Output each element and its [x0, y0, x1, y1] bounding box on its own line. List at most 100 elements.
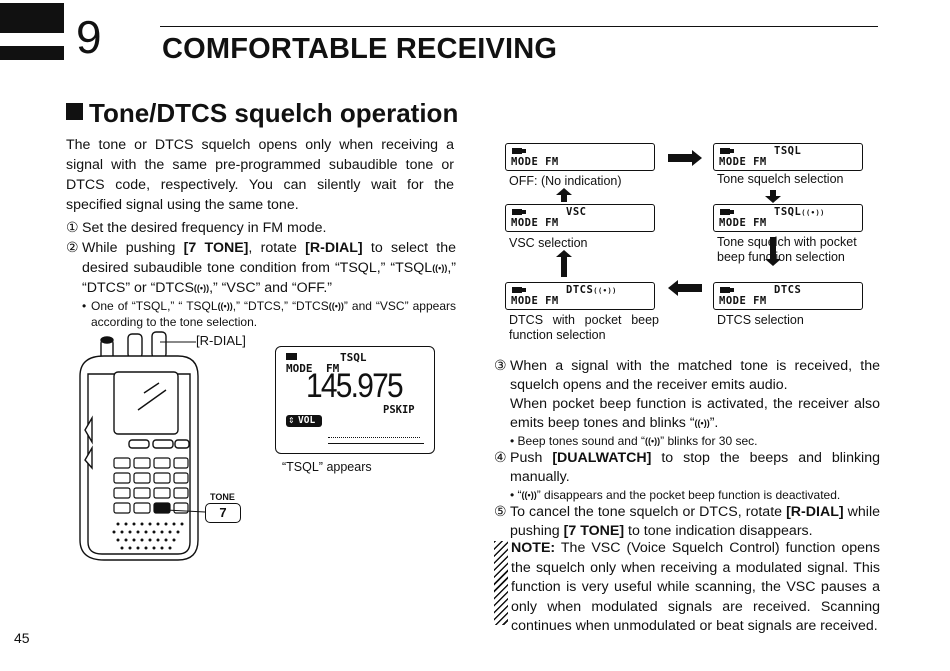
step-3-number: ③ — [494, 358, 507, 374]
step-4-key-dualwatch: [DUALWATCH] — [552, 450, 652, 466]
display-indicator-icon — [720, 287, 734, 293]
step-3-text: When a signal with the matched tone is r… — [510, 358, 880, 393]
step-2-text-c: , rotate — [248, 240, 306, 256]
flow-display-tsql-pocket: TSQL((•)) MODE FM — [713, 204, 863, 232]
note-text-b: ,” “DTCS,” “DTCS — [232, 299, 329, 313]
step-4-number: ④ — [494, 450, 507, 466]
vol-badge: VOL ⇕ — [286, 415, 322, 427]
step-4-text-a: Push — [510, 450, 553, 466]
display-indicator-icon — [512, 148, 526, 154]
caption-dtcs-pocket: DTCS with pocket beep function selection — [509, 313, 659, 342]
header-rule — [160, 26, 878, 27]
section-title: Tone/DTCS squelch operation — [66, 98, 458, 129]
flow-arrows — [556, 150, 781, 296]
step-5-key-7tone: [7 TONE] — [563, 523, 625, 539]
pocket-beep-icon: ((•)) — [193, 283, 210, 293]
up-down-icon: ⇕ — [288, 416, 295, 425]
step-5-text-a: To cancel the tone squelch or DTCS, rota… — [510, 504, 787, 520]
arrow-right-icon — [668, 150, 702, 166]
display-mode-fm: MODE FM — [719, 295, 767, 307]
pocket-beep-icon: ((•)) — [217, 301, 233, 311]
display-dtcs-pocket: DTCS((•)) — [566, 284, 617, 296]
note-text-c: ” and “VSC” appears according to the ton… — [91, 299, 456, 329]
bullet: • — [510, 434, 515, 448]
note-text-b: ” disappears and the pocket beep functio… — [536, 488, 841, 502]
step-4-note: • “((•))” disappears and the pocket beep… — [494, 487, 880, 503]
pocket-beep-icon: ((•)) — [328, 301, 344, 311]
note-box: NOTE: The VSC (Voice Squelch Control) fu… — [494, 539, 880, 637]
note-text-a: Beep tones sound and “ — [517, 434, 645, 448]
arrow-left-icon — [668, 280, 702, 296]
display-indicator-icon — [720, 148, 734, 154]
step-2-number: ② — [66, 240, 79, 256]
caption-tsql: Tone squelch selection — [717, 172, 844, 186]
note-body: The VSC (Voice Squelch Control) function… — [511, 540, 880, 634]
step-2-key-7tone: [7 TONE] — [183, 240, 249, 256]
chapter-tab-bar — [0, 3, 64, 33]
display-mode: MODE — [286, 362, 313, 375]
caption-tsql-pocket: Tone squelch with pocket beep function s… — [717, 235, 857, 264]
flow-display-dtcs: DTCS MODE FM — [713, 282, 863, 310]
chapter-number: 9 — [76, 11, 102, 63]
pocket-beep-icon: ((•)) — [694, 418, 710, 428]
step-3-text-b: When pocket beep function is activated, … — [510, 396, 880, 431]
step-2-text-g: ,” “VSC” and “OFF.” — [209, 280, 333, 296]
step-1-number: ① — [66, 220, 79, 236]
bullet: • — [82, 299, 87, 313]
step-1-text: Set the desired frequency in FM mode. — [82, 220, 327, 236]
display-indicator-icon — [512, 287, 526, 293]
flow-display-vsc: VSC MODE FM — [505, 204, 655, 232]
display-fm: FM — [326, 362, 340, 375]
note-stripes-icon — [494, 541, 508, 625]
display-vsc: VSC — [566, 206, 587, 218]
caption-vsc: VSC selection — [509, 236, 588, 250]
display-dtcs: DTCS — [566, 284, 594, 296]
display-tsql-pocket: TSQL((•)) — [774, 206, 825, 218]
square-bullet-icon — [66, 103, 83, 120]
chapter-title: COMFORTABLE RECEIVING — [162, 33, 558, 65]
tone-7-key: 7 — [205, 503, 241, 523]
display-frequency: 145.975 — [306, 367, 404, 405]
step-4-text-c: to stop the beeps and blinking manually. — [510, 450, 880, 485]
display-caption: “TSQL” appears — [282, 460, 372, 474]
step-2-text-e: to select the desired subaudible tone co… — [82, 240, 457, 276]
pocket-beep-icon: ((•)) — [593, 287, 617, 295]
note-text-b: ” blinks for 30 sec. — [660, 434, 758, 448]
section-title-text: Tone/DTCS squelch operation — [89, 98, 459, 128]
step-3-text-c: ”. — [709, 415, 719, 431]
pocket-beep-icon: ((•)) — [521, 490, 537, 500]
chapter-tab-bar-lower — [0, 46, 64, 60]
flow-display-dtcs-pocket: DTCS((•)) MODE FM — [505, 282, 655, 310]
arrow-down-icon — [765, 237, 781, 266]
flow-display-tsql: TSQL MODE FM — [713, 143, 863, 171]
arrow-up-icon — [556, 250, 572, 277]
note-text-a: One of “TSQL,” “ TSQL — [91, 299, 218, 313]
pocket-beep-icon: ((•)) — [432, 263, 448, 273]
step-2-text-a: While pushing — [82, 240, 184, 256]
display-mode-fm: MODE FM — [511, 156, 559, 168]
pocket-beep-icon: ((•)) — [644, 436, 661, 446]
step-5-key-rdial: [R-DIAL] — [786, 504, 844, 520]
step-5-text-c: while pushing — [510, 504, 880, 539]
page-number: 45 — [14, 630, 30, 646]
tone-label: TONE — [210, 492, 235, 502]
display-dtcs: DTCS — [774, 284, 802, 296]
display-mode-fm: MODE FM — [719, 156, 767, 168]
signal-meter-base — [328, 443, 424, 444]
display-tsql: TSQL — [774, 145, 802, 157]
display-pskip: PSKIP — [383, 404, 415, 416]
step-2-note: •One of “TSQL,” “ TSQL((•)),” “DTCS,” “D… — [66, 298, 456, 330]
display-vol: VOL — [298, 415, 316, 426]
intro-paragraph: The tone or DTCS squelch opens only when… — [66, 137, 454, 213]
arrow-up-icon — [556, 188, 572, 202]
arrow-down-icon — [765, 190, 781, 203]
display-mode-fm: MODE FM — [719, 217, 767, 229]
signal-meter — [328, 437, 420, 438]
step-2-key-rdial: [R-DIAL] — [305, 240, 363, 256]
flow-display-off: MODE FM — [505, 143, 655, 171]
bullet: • — [510, 488, 515, 502]
